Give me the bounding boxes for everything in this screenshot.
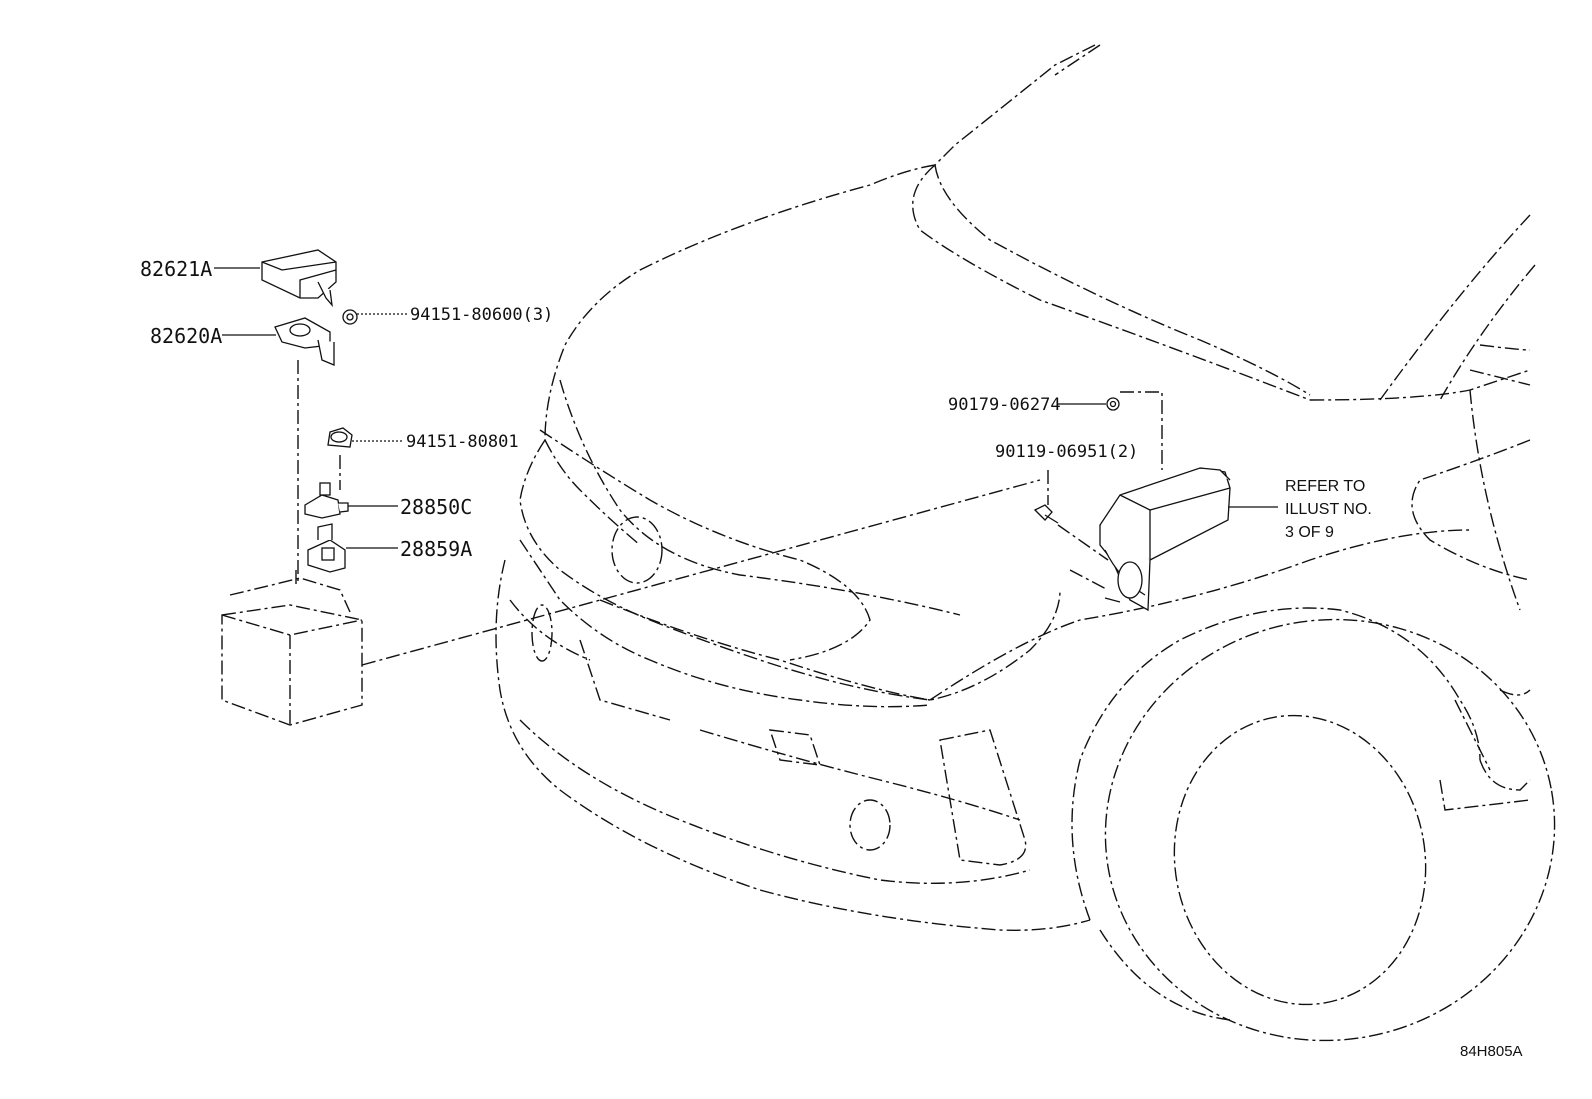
alignment-line-bolt-block: [1057, 524, 1109, 561]
relay-block: [1099, 467, 1231, 612]
figure-code: 84H805A: [1460, 1043, 1523, 1060]
callout-82621A: 82621A: [140, 257, 212, 281]
refer-note-line1: REFER TO: [1285, 478, 1365, 495]
callout-90179-06274: 90179-06274: [948, 395, 1061, 415]
vehicle-outline: [495, 44, 1556, 1042]
callout-94151-80600: 94151-80600(3): [410, 305, 553, 325]
refer-note-line2: ILLUST NO.: [1285, 501, 1372, 518]
clamp-28859A: [307, 523, 346, 573]
callout-28859A: 28859A: [400, 537, 472, 561]
callout-90119-06951: 90119-06951(2): [995, 442, 1138, 462]
battery-sensor-cover: [261, 249, 337, 308]
battery: [221, 570, 363, 726]
alignment-line-to-vehicle: [361, 479, 1041, 666]
alignment-line-nut-right: [1120, 391, 1163, 470]
sensor-bracket: [274, 317, 335, 366]
nut-94151-80801: [327, 427, 353, 448]
callout-82620A: 82620A: [150, 324, 222, 348]
bolt-90119-06951: [1033, 504, 1059, 524]
alignment-line-bolt-block-2: [1069, 569, 1109, 591]
refer-note-line3: 3 OF 9: [1285, 524, 1334, 541]
callout-94151-80801: 94151-80801: [406, 432, 519, 452]
callout-28850C: 28850C: [400, 495, 472, 519]
terminal-28850C: [304, 482, 349, 519]
nut-94151-80600: [342, 309, 358, 325]
nut-90179-06274: [1106, 397, 1120, 411]
